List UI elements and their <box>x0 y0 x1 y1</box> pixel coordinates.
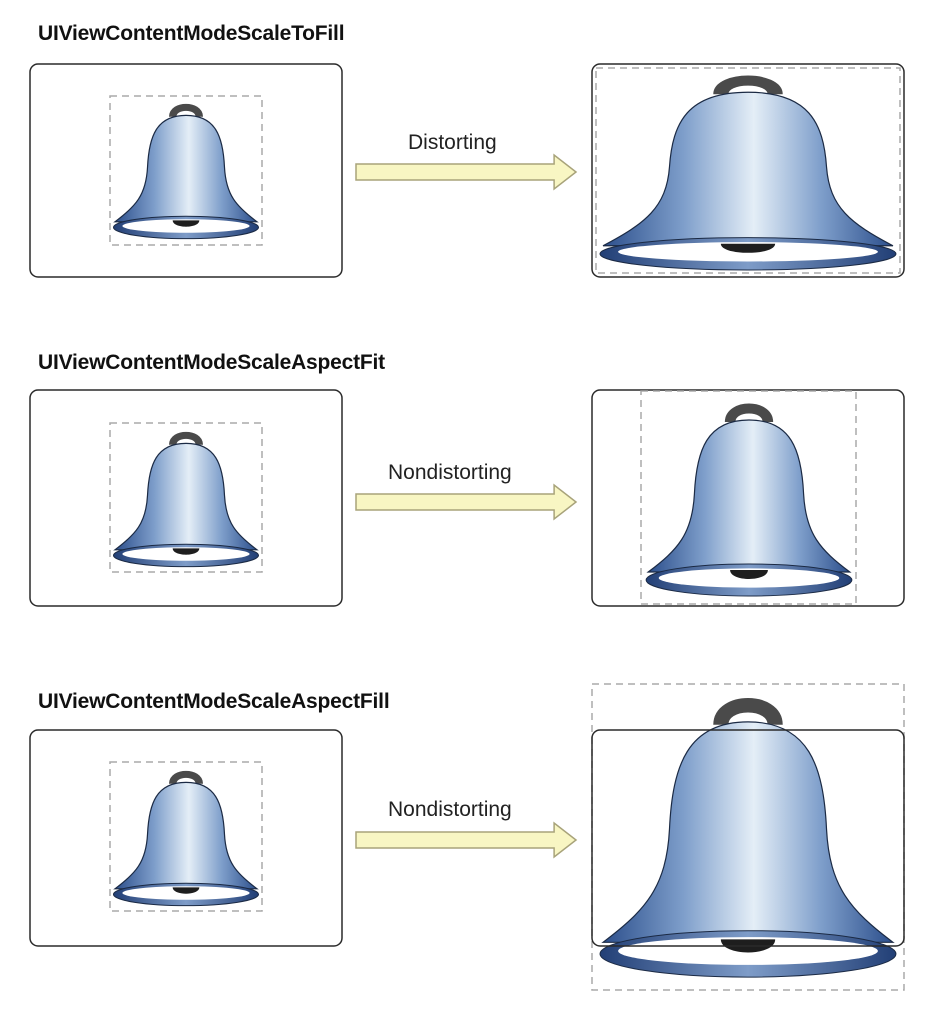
target-view-frame <box>591 729 905 947</box>
row-scale-to-fill <box>29 63 905 278</box>
title-scale-to-fill: UIViewContentModeScaleToFill <box>38 22 345 45</box>
image-bounds-dashed <box>109 422 263 573</box>
row-scale-aspect-fill <box>29 683 905 991</box>
label-nondistorting-fill: Nondistorting <box>388 798 512 821</box>
image-bounds-dashed <box>109 95 263 246</box>
title-scale-aspect-fill: UIViewContentModeScaleAspectFill <box>38 690 390 713</box>
title-scale-aspect-fit: UIViewContentModeScaleAspectFit <box>38 351 385 374</box>
right-arrow-icon <box>355 154 577 190</box>
right-arrow-icon <box>355 484 577 520</box>
row-scale-aspect-fit <box>29 389 905 607</box>
label-distorting: Distorting <box>408 131 497 154</box>
bell-icon <box>600 705 896 977</box>
image-bounds-dashed <box>109 761 263 912</box>
image-bounds-dashed <box>595 67 901 274</box>
label-nondistorting-fit: Nondistorting <box>388 461 512 484</box>
image-bounds-dashed <box>640 390 857 605</box>
right-arrow-icon <box>355 822 577 858</box>
